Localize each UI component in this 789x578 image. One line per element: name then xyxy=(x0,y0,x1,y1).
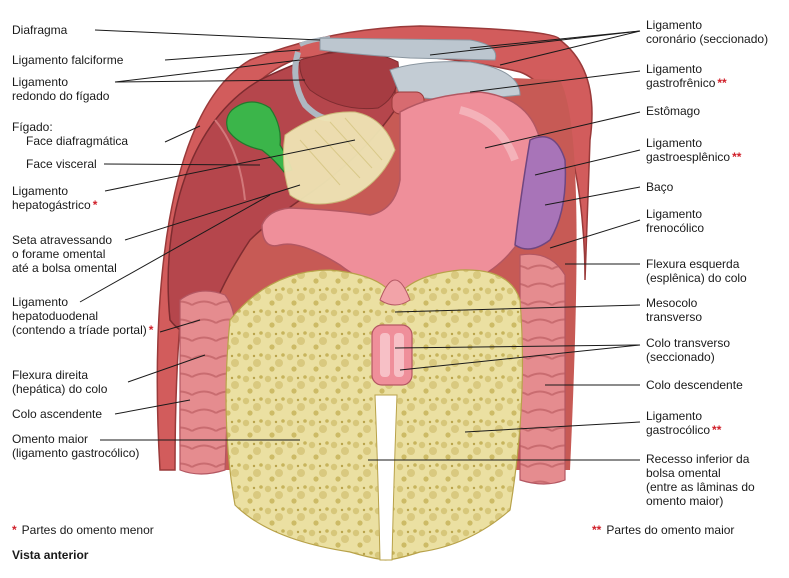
spleen xyxy=(514,136,567,250)
label-text: Diafragma xyxy=(12,23,68,37)
label-flexura-direita: Flexura direita (hepática) do colo xyxy=(12,368,107,396)
label-colo-descendente: Colo descendente xyxy=(646,378,743,392)
coronary-ligament xyxy=(319,37,521,101)
label-face-visceral: Face visceral xyxy=(26,157,97,171)
label-recesso-inferior: Recesso inferior da bolsa omental (entre… xyxy=(646,452,755,508)
label-text: gastrofrênico xyxy=(646,76,716,90)
double-asterisk-marker: ** xyxy=(592,523,602,537)
view-caption-text: Vista anterior xyxy=(12,548,89,562)
label-ligamento-gastrofrenico: Ligamento gastrofrênico** xyxy=(646,62,727,90)
label-text: Ligamento xyxy=(646,18,703,32)
label-text: coronário (seccionado) xyxy=(646,32,769,46)
label-estomago: Estômago xyxy=(646,104,700,118)
label-text: transverso xyxy=(646,310,703,324)
label-text: Face diafragmática xyxy=(26,134,129,148)
label-ligamento-falciforme: Ligamento falciforme xyxy=(12,53,123,67)
label-text: Fígado: xyxy=(12,120,53,134)
greater-omentum xyxy=(225,269,524,561)
label-text: Flexura direita xyxy=(12,368,89,382)
legend-omento-menor: * Partes do omento menor xyxy=(12,523,154,537)
label-text: frenocólico xyxy=(646,221,705,235)
label-text: Recesso inferior da xyxy=(646,452,750,466)
label-colo-transverso: Colo transverso (seccionado) xyxy=(646,336,730,364)
double-asterisk-marker: ** xyxy=(712,423,722,437)
label-ligamento-frenocolico: Ligamento frenocólico xyxy=(646,207,704,235)
label-text: Ligamento xyxy=(12,75,69,89)
label-colo-ascendente: Colo ascendente xyxy=(12,407,102,421)
label-text: Ligamento xyxy=(12,295,69,309)
legend-text: Partes do omento maior xyxy=(606,523,735,537)
asterisk-marker: * xyxy=(12,523,17,537)
label-text: gastrocólico xyxy=(646,423,711,437)
asterisk-marker: * xyxy=(92,198,98,212)
label-diafragma: Diafragma xyxy=(12,23,67,37)
transverse-mesocolon xyxy=(379,279,411,306)
label-ligamento-hepatogastrico: Ligamento hepatogástrico* xyxy=(12,184,97,212)
label-text: Ligamento xyxy=(646,136,703,150)
legend-text: Partes do omento menor xyxy=(21,523,154,537)
label-text: (seccionado) xyxy=(646,350,715,364)
label-text: hepatogástrico xyxy=(12,198,91,212)
label-text: Colo ascendente xyxy=(12,407,103,421)
asterisk-marker: * xyxy=(148,323,154,337)
label-ligamento-gastrocolico: Ligamento gastrocólico** xyxy=(646,409,721,437)
label-text: (esplênica) do colo xyxy=(646,271,747,285)
label-ligamento-hepatoduodenal: Ligamento hepatoduodenal (contendo a trí… xyxy=(12,295,153,337)
label-text: Colo descendente xyxy=(646,378,743,392)
label-ligamento-gastroesplenico: Ligamento gastroesplênico** xyxy=(646,136,741,164)
label-text: bolsa omental xyxy=(646,466,721,480)
label-text: Ligamento xyxy=(646,62,703,76)
label-text: (entre as lâminas do xyxy=(646,480,755,494)
label-text: Baço xyxy=(646,180,674,194)
label-figado: Fígado: Face diafragmática xyxy=(12,120,128,148)
label-text: Flexura esquerda xyxy=(646,257,740,271)
label-mesocolo-transverso: Mesocolo transverso xyxy=(646,296,702,324)
label-text: (ligamento gastrocólico) xyxy=(12,446,140,460)
label-text: Mesocolo xyxy=(646,296,698,310)
label-text: Ligamento xyxy=(12,184,69,198)
label-text: gastroesplênico xyxy=(646,150,731,164)
double-asterisk-marker: ** xyxy=(717,76,727,90)
label-text: hepatoduodenal xyxy=(12,309,99,323)
label-seta-forame-omental: Seta atravessando o forame omental até a… xyxy=(12,233,117,275)
label-text: Face visceral xyxy=(26,157,97,171)
label-text: Ligamento xyxy=(646,409,703,423)
label-text: Ligamento falciforme xyxy=(12,53,124,67)
label-omento-maior: Omento maior (ligamento gastrocólico) xyxy=(12,432,139,460)
label-text: Colo transverso xyxy=(646,336,731,350)
label-text: o forame omental xyxy=(12,247,106,261)
view-caption: Vista anterior xyxy=(12,548,88,562)
label-text: redondo do fígado xyxy=(12,89,110,103)
double-asterisk-marker: ** xyxy=(732,150,742,164)
label-text: Seta atravessando xyxy=(12,233,113,247)
leader-lines xyxy=(79,29,641,461)
label-ligamento-coronario: Ligamento coronário (seccionado) xyxy=(646,18,768,46)
label-text: Omento maior xyxy=(12,432,89,446)
descending-colon xyxy=(519,253,566,485)
label-text: (hepática) do colo xyxy=(12,382,108,396)
label-text: omento maior) xyxy=(646,494,724,508)
label-flexura-esquerda: Flexura esquerda (esplênica) do colo xyxy=(646,257,747,285)
label-text: Estômago xyxy=(646,104,701,118)
label-ligamento-redondo: Ligamento redondo do fígado xyxy=(12,75,109,103)
label-baco: Baço xyxy=(646,180,673,194)
label-text: Ligamento xyxy=(646,207,703,221)
legend-omento-maior: ** Partes do omento maior xyxy=(592,523,734,537)
label-text: até a bolsa omental xyxy=(12,261,117,275)
lesser-omentum xyxy=(282,111,396,205)
transverse-colon-cut xyxy=(371,324,413,386)
label-text: (contendo a tríade portal) xyxy=(12,323,147,337)
